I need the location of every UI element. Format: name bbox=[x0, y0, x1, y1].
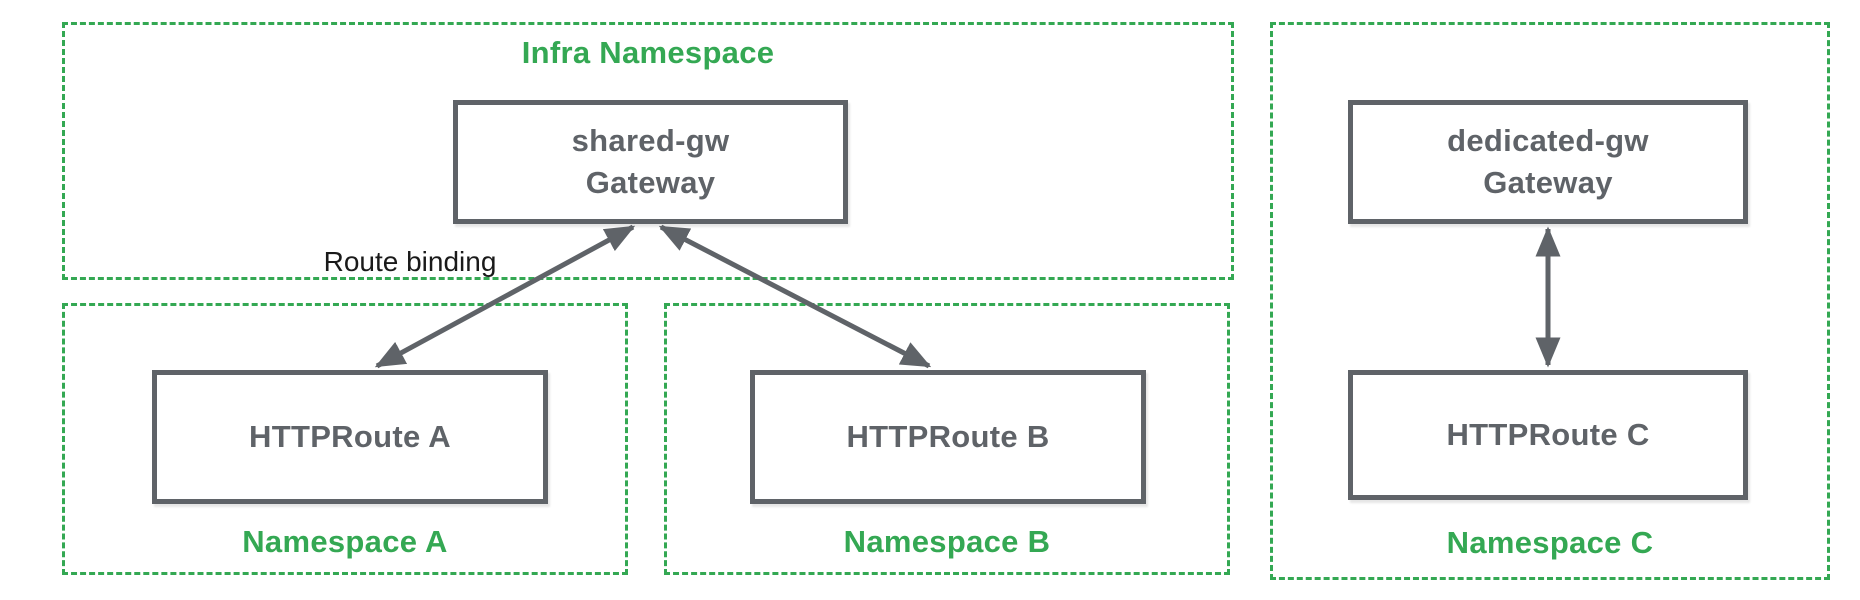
httproute-b-label: HTTPRoute B bbox=[846, 419, 1050, 455]
dedicated-gw-name: dedicated-gw bbox=[1447, 123, 1649, 159]
route-binding-annotation: Route binding bbox=[323, 246, 497, 277]
httproute-c-label: HTTPRoute C bbox=[1446, 417, 1650, 453]
infra-namespace-label: Infra Namespace bbox=[521, 35, 775, 70]
shared-gw-name: shared-gw bbox=[571, 123, 730, 159]
dedicated-gw-gateway-node: dedicated-gw Gateway bbox=[1348, 100, 1748, 224]
dedicated-gw-kind: Gateway bbox=[1483, 165, 1613, 200]
shared-gw-gateway-node: shared-gw Gateway bbox=[453, 100, 848, 224]
httproute-b-node: HTTPRoute B bbox=[750, 370, 1146, 504]
httproute-a-label: HTTPRoute A bbox=[249, 419, 451, 455]
httproute-c-node: HTTPRoute C bbox=[1348, 370, 1748, 500]
namespace-b-label: Namespace B bbox=[843, 524, 1051, 559]
namespace-c-box: Namespace C bbox=[1270, 22, 1830, 580]
shared-gw-kind: Gateway bbox=[585, 165, 716, 200]
namespace-a-box: Namespace A bbox=[62, 303, 628, 575]
httproute-a-node: HTTPRoute A bbox=[152, 370, 548, 504]
namespace-b-box: Namespace B bbox=[664, 303, 1230, 575]
namespace-a-label: Namespace A bbox=[242, 524, 448, 559]
namespace-c-label: Namespace C bbox=[1446, 525, 1654, 560]
infra-namespace-box: Infra Namespace bbox=[62, 22, 1234, 280]
